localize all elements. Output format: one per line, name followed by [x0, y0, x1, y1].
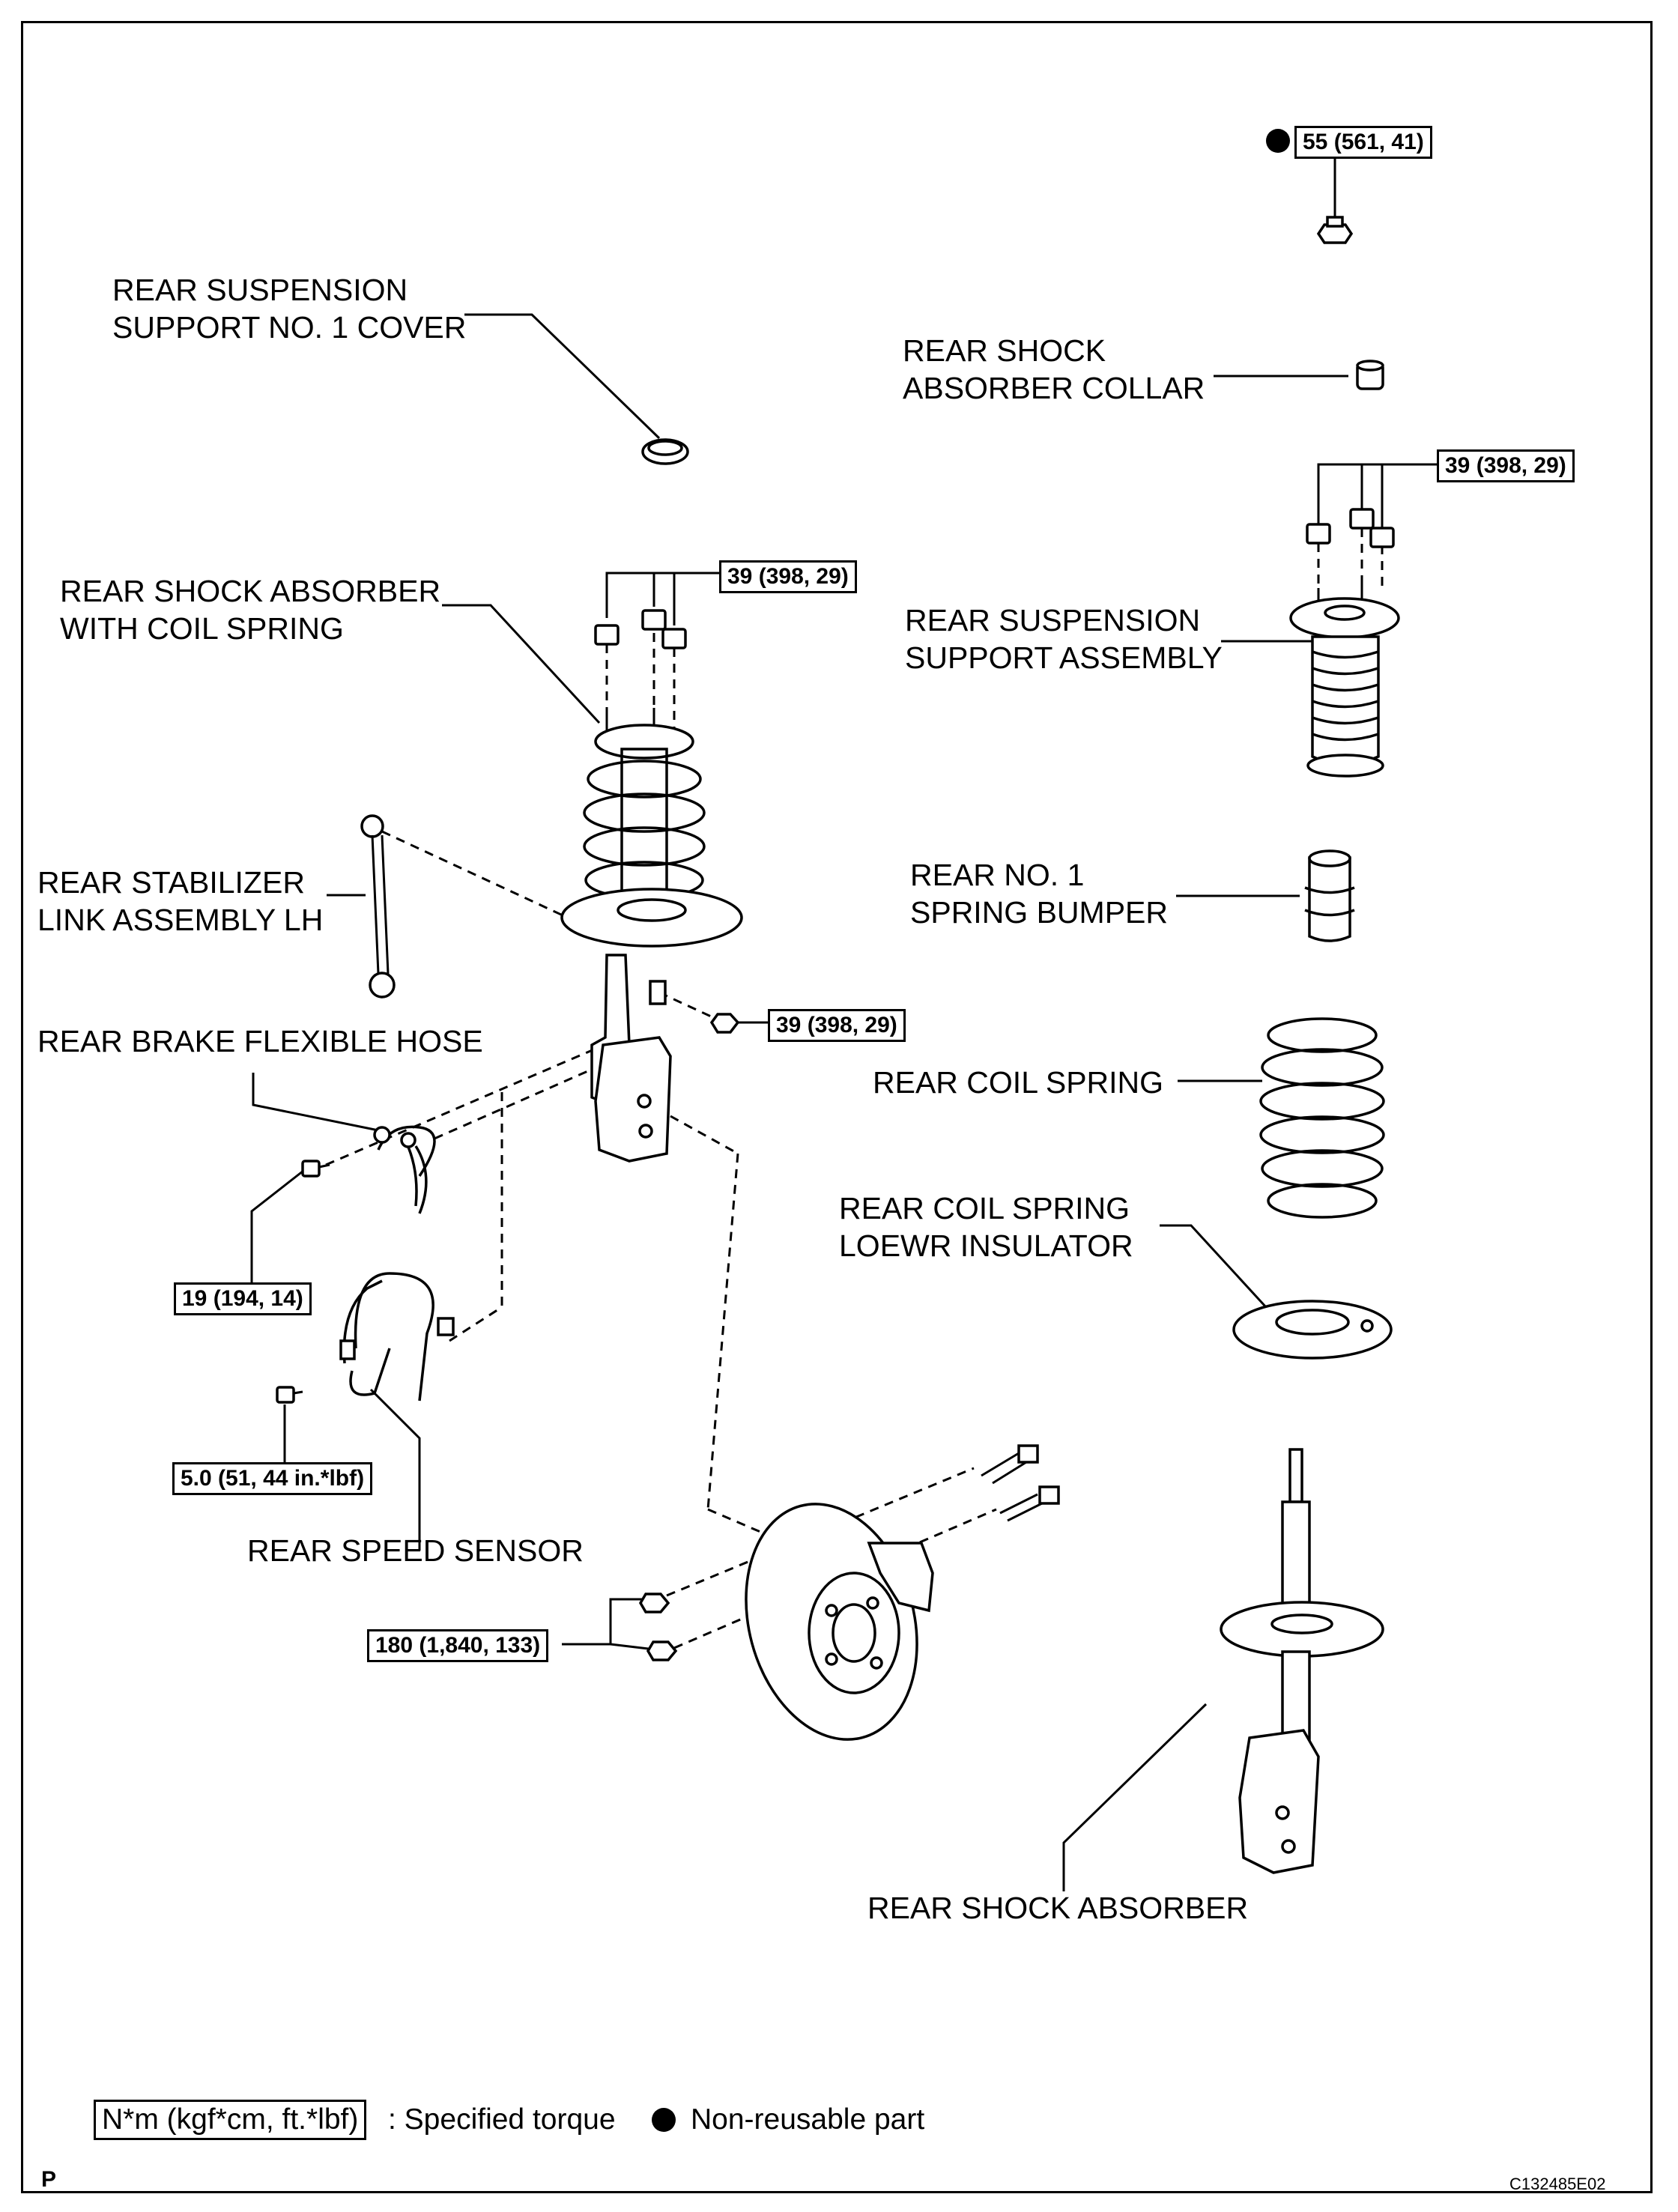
label-shock-absorber: REAR SHOCK ABSORBER [867, 1891, 1249, 1925]
spring-bumper-part [1304, 849, 1355, 942]
label-spring-bumper-line1: REAR NO. 1 [910, 858, 1085, 892]
torque-hose-bolt: 19 (194, 14) [174, 1282, 312, 1315]
coil-spring-part [1259, 1017, 1385, 1219]
torque-stabilizer-nut: 39 (398, 29) [768, 1009, 906, 1042]
leader-lines [252, 313, 1348, 1891]
support-nuts-left [594, 609, 687, 649]
torque-support-nuts-left: 39 (398, 29) [719, 560, 857, 593]
support-nuts-right [1306, 508, 1395, 548]
label-speed-sensor: REAR SPEED SENSOR [247, 1533, 584, 1568]
stabilizer-link-part [360, 814, 396, 999]
label-lower-insulator-line1: REAR COIL SPRING [839, 1191, 1130, 1225]
label-shock-collar-line2: ABSORBER COLLAR [903, 371, 1205, 405]
shock-absorber-part [1220, 1448, 1384, 1874]
label-support-assembly-line1: REAR SUSPENSION [905, 603, 1201, 637]
backing-plate-part [745, 1503, 934, 1741]
label-brake-hose: REAR BRAKE FLEXIBLE HOSE [37, 1024, 483, 1058]
torque-leaders [250, 146, 1437, 1652]
label-stabilizer-link-line2: LINK ASSEMBLY LH [37, 903, 324, 937]
support-cover [641, 438, 689, 465]
torque-knuckle-bolts: 180 (1,840, 133) [367, 1629, 549, 1662]
label-shock-with-spring-line2: WITH COIL SPRING [60, 611, 344, 646]
shock-with-spring-part [560, 708, 743, 1163]
corner-letter: P [41, 2167, 57, 2192]
label-spring-bumper-line2: SPRING BUMPER [910, 895, 1168, 930]
label-lower-insulator-line2: LOEWR INSULATOR [839, 1228, 1133, 1263]
label-shock-collar-line1: REAR SHOCK [903, 333, 1106, 368]
knuckle-bolts-part [638, 1444, 1060, 1661]
hose-bolt-part [301, 1160, 330, 1178]
legend-torque-box: N*m (kgf*cm, ft.*lbf) [94, 2100, 367, 2140]
label-support-cover-line1: REAR SUSPENSION [112, 273, 408, 307]
figure-code: C132485E02 [1509, 2175, 1606, 2193]
torque-top-nut: 55 (561, 41) [1294, 126, 1432, 159]
top-nut [1316, 216, 1354, 244]
non-reusable-dot [1266, 129, 1290, 153]
torque-support-nuts-right: 39 (398, 29) [1437, 449, 1575, 482]
label-shock-with-spring-line1: REAR SHOCK ABSORBER [60, 574, 441, 608]
support-assembly-part [1289, 577, 1400, 778]
lower-insulator-part [1232, 1300, 1393, 1360]
sensor-bolt-part [276, 1386, 303, 1404]
assembly-dashes [325, 528, 1384, 1649]
torque-sensor-bolt: 5.0 (51, 44 in.*lbf) [172, 1462, 373, 1495]
brake-hose-part [373, 1125, 436, 1214]
label-support-cover-line2: SUPPORT NO. 1 COVER [112, 310, 467, 345]
legend-dot-icon [652, 2108, 676, 2132]
label-stabilizer-link-line1: REAR STABILIZER [37, 865, 305, 900]
speed-sensor-part [339, 1272, 455, 1402]
label-support-assembly-line2: SUPPORT ASSEMBLY [905, 640, 1223, 675]
label-coil-spring: REAR COIL SPRING [873, 1065, 1164, 1100]
stabilizer-nut-part [709, 1013, 740, 1034]
shock-collar [1356, 360, 1384, 390]
legend-torque-text: : Specified torque [388, 2103, 616, 2136]
diagram-frame [21, 21, 1653, 2193]
legend-nonreusable-text: Non-reusable part [691, 2103, 925, 2136]
